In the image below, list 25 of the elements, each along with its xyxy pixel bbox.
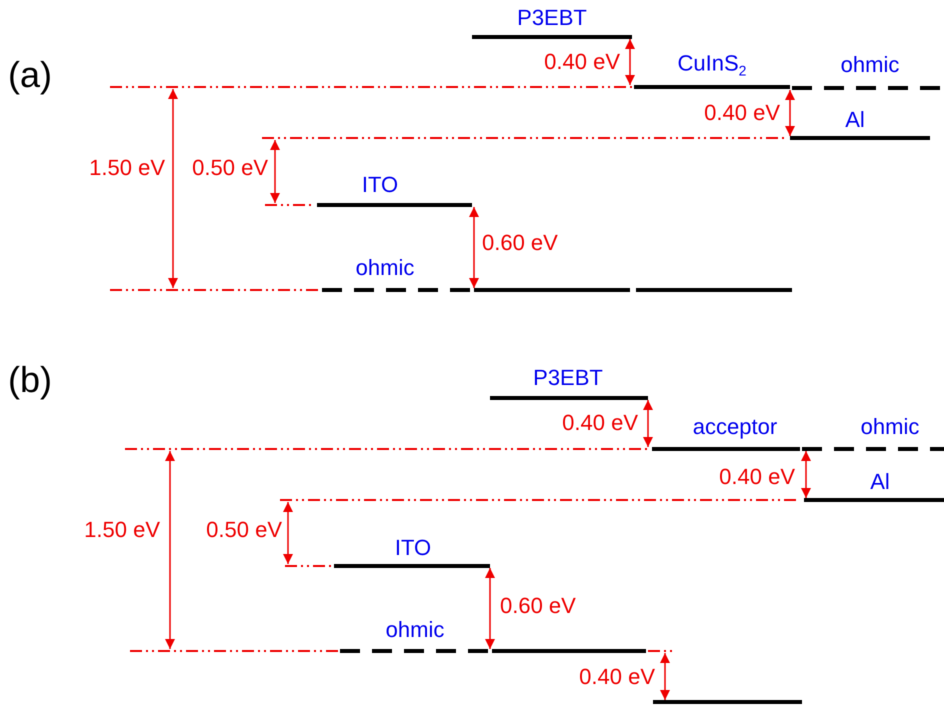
panel-label: (b) <box>8 362 52 398</box>
level-label: Al <box>845 109 865 131</box>
energy-value: 0.40 eV <box>579 666 655 688</box>
level-label: ohmic <box>860 416 920 438</box>
level-label: ITO <box>394 537 432 559</box>
energy-value: 0.40 eV <box>562 412 638 434</box>
level-label: ITO <box>362 174 398 196</box>
panel-label: (a) <box>8 57 52 93</box>
energy-value: 0.40 eV <box>704 102 780 124</box>
level-label: ohmic <box>840 54 900 76</box>
energy-value: 1.50 eV <box>84 519 160 541</box>
level-label: P3EBT <box>517 7 587 29</box>
level-label: Al <box>870 471 890 493</box>
energy-value: 0.50 eV <box>192 157 268 179</box>
level-label: CuInS$_{2}$ <box>678 52 746 78</box>
level-label: ohmic <box>386 619 444 641</box>
energy-value: 0.60 eV <box>500 595 576 617</box>
energy-value: 1.50 eV <box>89 157 165 179</box>
energy-value: 0.40 eV <box>719 466 795 488</box>
level-label: ohmic <box>356 257 414 279</box>
level-label: acceptor <box>692 416 778 438</box>
energy-value: 0.40 eV <box>544 51 620 73</box>
energy-value: 0.60 eV <box>482 232 558 254</box>
energy-value: 0.50 eV <box>206 519 282 541</box>
level-label: P3EBT <box>533 367 603 389</box>
